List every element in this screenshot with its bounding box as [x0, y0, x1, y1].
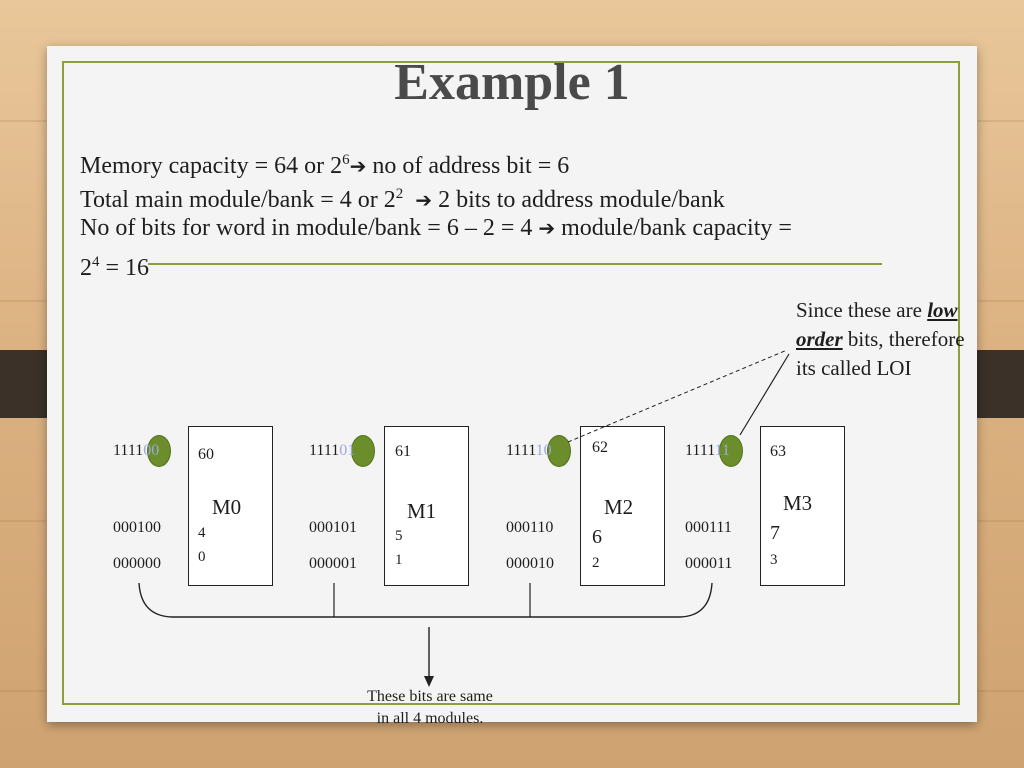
arrow-icon: ➔	[538, 216, 556, 240]
note-emphasis-low: low	[927, 298, 958, 322]
caption-line2: in all 4 modules.	[376, 710, 484, 727]
note-part1: Since these are	[796, 298, 928, 322]
line3-text-a: No of bits for word in module/bank = 6 –…	[80, 215, 539, 241]
memory-module-m3	[760, 426, 845, 586]
address-high: 111111	[685, 442, 731, 459]
low-order-bits-highlight	[547, 435, 571, 467]
underline-rule	[148, 263, 882, 265]
note-part2: bits, therefore	[842, 327, 965, 351]
line1-text-a: Memory capacity = 64 or 2	[80, 153, 343, 179]
module-bottom-word: 2	[592, 555, 600, 571]
module-top-word: 62	[592, 439, 608, 456]
arrow-icon: ➔	[349, 154, 367, 178]
down-arrow-head	[424, 676, 434, 687]
slide-frame	[62, 61, 960, 705]
line2-text-b: 2 bits to address module/bank	[432, 187, 725, 213]
pointer-line-solid	[739, 353, 790, 436]
module-label: M3	[783, 491, 813, 515]
module-label: M1	[407, 499, 437, 523]
address-low: 000010	[506, 555, 554, 572]
slide-background	[47, 46, 977, 722]
line3-text-b: module/bank capacity =	[555, 215, 792, 241]
module-mid-word: 7	[770, 522, 780, 544]
text-line-total-modules: Total main module/bank = 4 or 22 ➔ 2 bit…	[80, 179, 725, 215]
line4-text-b: = 16	[99, 255, 150, 281]
module-top-word: 63	[770, 443, 786, 460]
module-mid-word: 6	[592, 526, 602, 548]
address-mid: 000100	[113, 519, 161, 536]
memory-module-m0	[188, 426, 273, 586]
address-low: 000001	[309, 555, 357, 572]
line2-sup: 2	[395, 186, 404, 202]
address-mid: 000101	[309, 519, 357, 536]
line4-sup: 4	[92, 254, 100, 270]
note-part3: its called LOI	[796, 356, 912, 380]
module-mid-word: 4	[198, 525, 206, 541]
bottom-brace	[138, 582, 713, 618]
address-high: 111101	[309, 442, 356, 459]
address-high: 111110	[506, 442, 552, 459]
line1-text-b: no of address bit = 6	[366, 153, 570, 179]
text-line-memory-capacity: Memory capacity = 64 or 26➔ no of addres…	[80, 145, 569, 181]
address-mid: 000110	[506, 519, 554, 536]
text-line-bank-capacity: 24 = 16	[80, 247, 149, 283]
note-emphasis-order: order	[796, 327, 843, 351]
address-low: 000011	[685, 555, 733, 572]
caption-line1: These bits are same	[367, 688, 493, 705]
address-mid: 000111	[685, 519, 732, 536]
module-bottom-word: 0	[198, 549, 206, 565]
module-label: M2	[604, 495, 634, 519]
line1-sup: 6	[342, 152, 350, 168]
text-line-word-bits: No of bits for word in module/bank = 6 –…	[80, 213, 792, 243]
low-order-bits-highlight	[719, 435, 743, 467]
address-high: 111100	[113, 442, 160, 459]
low-order-bits-highlight	[351, 435, 375, 467]
module-top-word: 60	[198, 446, 214, 463]
pointer-line-dashed	[567, 349, 788, 443]
memory-module-m2	[580, 426, 665, 586]
module-bottom-word: 1	[395, 552, 403, 568]
low-order-bits-highlight	[147, 435, 171, 467]
bottom-caption: These bits are same in all 4 modules.	[340, 686, 520, 730]
module-top-word: 61	[395, 443, 411, 460]
arrow-icon: ➔	[415, 188, 433, 212]
module-mid-word: 5	[395, 528, 403, 544]
address-low: 000000	[113, 555, 161, 572]
slide-title: Example 1	[394, 54, 630, 111]
memory-module-m1	[384, 426, 469, 586]
loi-note: Since these are low order bits, therefor…	[796, 296, 965, 383]
module-bottom-word: 3	[770, 552, 778, 568]
line2-text-a: Total main module/bank = 4 or 2	[80, 187, 396, 213]
module-label: M0	[212, 495, 242, 519]
line4-text-a: 2	[80, 255, 92, 281]
